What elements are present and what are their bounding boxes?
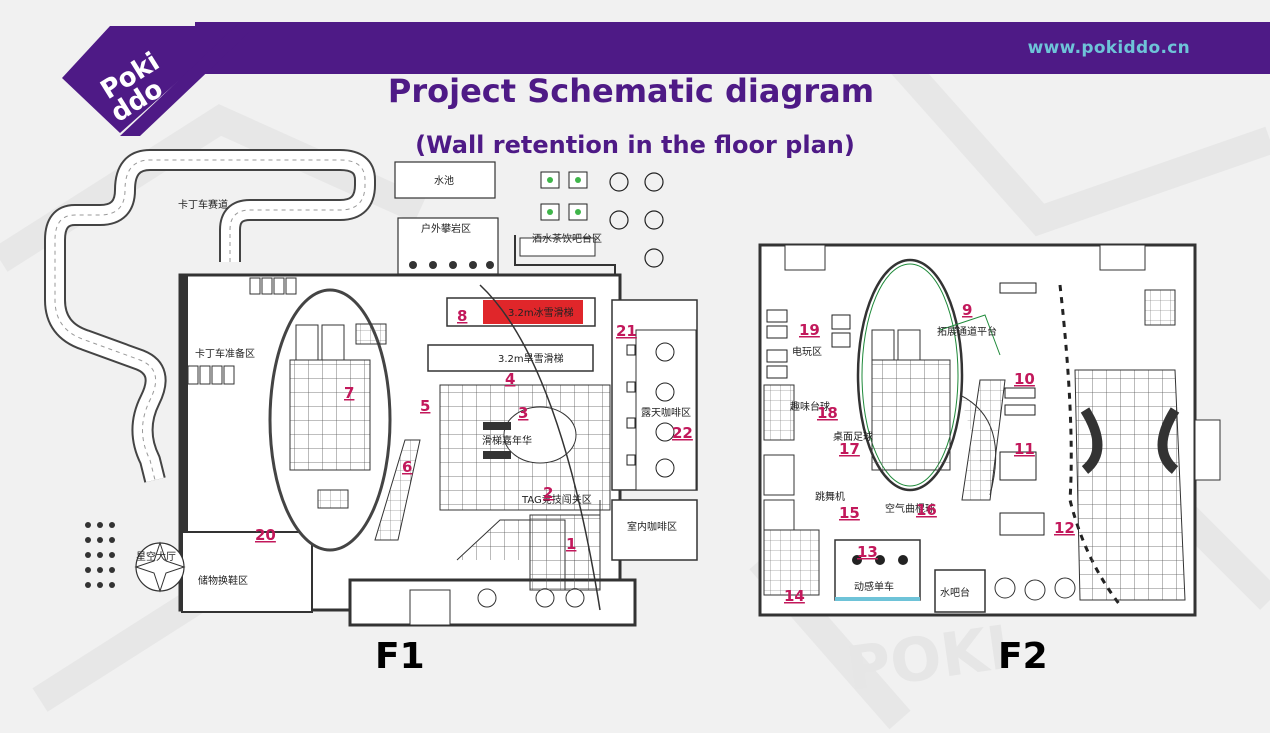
marker-18[interactable]: 18 [817,404,838,422]
label-carnival: 滑梯嘉年华 [482,434,532,447]
floor-label-f1: F1 [375,636,425,677]
label-bike: 动感单车 [854,580,894,593]
marker-6[interactable]: 6 [402,458,412,476]
label-water-bar: 水吧台 [940,586,970,599]
marker-4[interactable]: 4 [505,370,515,388]
page-title: Project Schematic diagram [387,72,875,110]
marker-17[interactable]: 17 [839,440,860,458]
marker-19[interactable]: 19 [799,321,820,339]
label-tag-zone: TAG竞技闯关区 [521,493,592,506]
label-billiards: 趣味台球 [790,400,830,413]
label-kart-track: 卡丁车赛道 [178,198,228,211]
marker-10[interactable]: 10 [1014,370,1035,388]
label-indoor-cafe: 室内咖啡区 [627,520,677,533]
brand-logo[interactable]: Poki ddo [60,18,260,138]
marker-9[interactable]: 9 [962,301,972,319]
marker-11[interactable]: 11 [1014,440,1035,458]
marker-15[interactable]: 15 [839,504,860,522]
label-outdoor-cafe: 露天咖啡区 [641,407,691,419]
label-starry: 星空大厅 [136,550,176,563]
marker-2[interactable]: 2 [543,484,553,502]
label-tea-bar: 酒水茶饮吧台区 [532,232,602,245]
f2-plan: 拓展通道平台 电玩区 趣味台球 桌面足球 跳舞机 空气曲棍球 动感单车 水吧台 [758,243,1221,617]
label-dance: 跳舞机 [815,490,845,503]
page-subtitle: (Wall retention in the floor plan) [415,131,855,159]
marker-3[interactable]: 3 [518,404,528,422]
label-rail: 拓展通道平台 [937,325,997,338]
label-table-soccer: 桌面足球 [833,430,873,443]
label-rock-climb: 户外攀岩区 [421,222,471,235]
label-air-hockey: 空气曲棍球 [885,502,935,515]
f2-markers: 9 10 11 12 13 14 15 16 17 18 19 [784,301,1075,605]
marker-21[interactable]: 21 [616,322,637,340]
website-url[interactable]: www.pokiddo.cn [1027,38,1190,58]
marker-1[interactable]: 1 [566,535,576,553]
marker-5[interactable]: 5 [420,397,430,415]
logo-icon: Poki ddo [62,22,260,136]
marker-13[interactable]: 13 [857,543,878,561]
marker-14[interactable]: 14 [784,587,805,605]
floor-label-f2: F2 [998,636,1048,677]
marker-7[interactable]: 7 [344,384,354,402]
marker-16[interactable]: 16 [916,501,937,519]
marker-12[interactable]: 12 [1054,519,1075,537]
marker-8[interactable]: 8 [457,307,467,325]
header-banner [195,22,1270,74]
label-slide-ice: 3.2m冰雪滑梯 [508,306,574,319]
label-kart-prep: 卡丁车准备区 [195,347,255,360]
f1-plan: 卡丁车赛道 水池 户外攀岩区 酒水茶饮吧台区 3.2m冰雪滑梯 [44,149,698,627]
label-pool: 水池 [434,174,454,187]
marker-20[interactable]: 20 [255,526,276,544]
f1-markers: 1 2 3 4 5 6 7 8 20 21 22 [255,307,693,553]
marker-22[interactable]: 22 [672,424,693,442]
label-storage: 储物换鞋区 [198,574,248,587]
label-arcade: 电玩区 [792,345,822,358]
